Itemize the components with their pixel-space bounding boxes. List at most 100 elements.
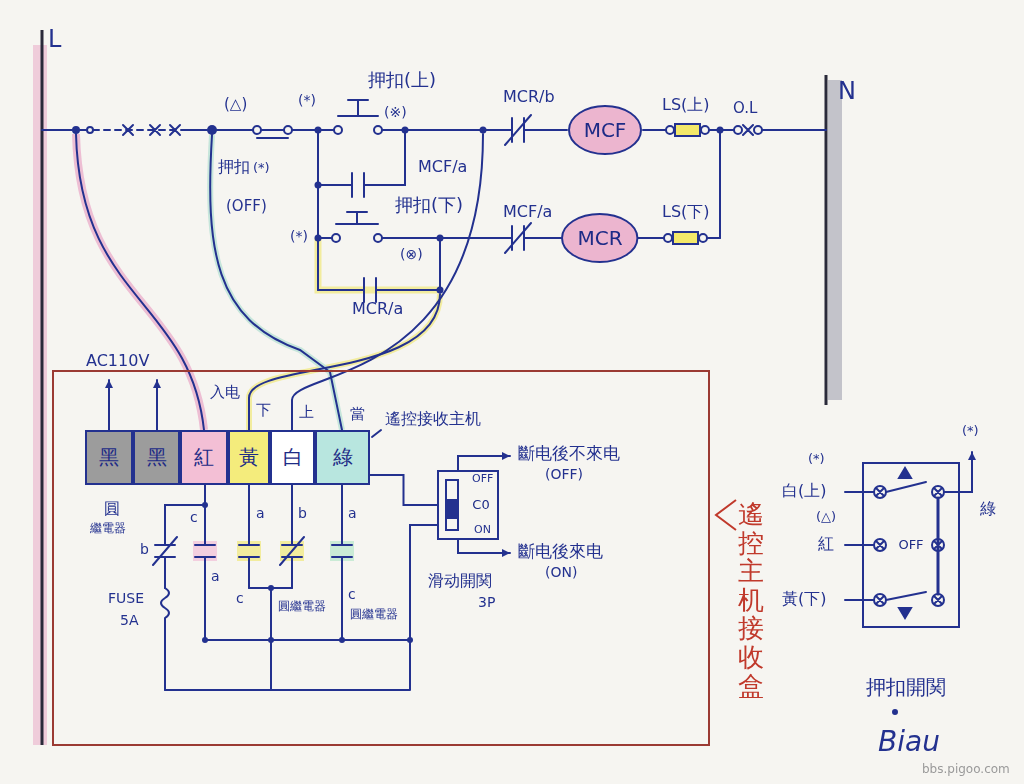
annotation-label: 滑动開関: [428, 572, 492, 590]
annotation-label: 上: [299, 404, 314, 421]
annotation-label: c: [236, 590, 244, 606]
annotation-label: (△): [224, 96, 247, 113]
ladder-wiring: [87, 127, 93, 133]
remote-wiring: [156, 380, 158, 430]
remote-wiring: [292, 134, 483, 430]
node-label: 黑: [99, 446, 119, 469]
annotation-label: b: [140, 541, 149, 557]
annotation-label: 押扣(上): [368, 70, 436, 91]
annotation-label: c: [348, 586, 356, 602]
pushbutton-switch-symbol: [944, 452, 972, 492]
pushbutton-switch-symbol: [937, 498, 940, 594]
relay-contacts: [165, 525, 437, 690]
annotation-label: 5A: [120, 612, 138, 628]
terminal-box: 綠: [315, 430, 370, 485]
annotation-label: 繼電器: [90, 522, 126, 536]
junction-dot: [402, 127, 409, 134]
terminal-box: 白: [270, 430, 315, 485]
ladder-wiring: [318, 130, 720, 290]
junction-dot: [315, 182, 322, 189]
node-label: MCF: [584, 119, 627, 142]
annotation-label: 押扣開関: [866, 676, 946, 699]
pushbutton-switch-symbol: [845, 452, 972, 714]
pushbutton-switch-box: OFF: [862, 462, 960, 628]
annotation-label: ON: [474, 524, 491, 537]
terminal-box: 紅: [180, 430, 228, 485]
relay-contacts: [153, 505, 205, 588]
remote-wiring: [76, 134, 204, 430]
ladder-wiring: [42, 100, 826, 302]
ladder-wiring: [673, 232, 698, 244]
ladder-wiring: [318, 238, 440, 302]
ladder-wiring: [123, 125, 180, 135]
terminal-box: 黑: [85, 430, 133, 485]
pencil-shading: [33, 45, 842, 745]
pencil-shading: [828, 80, 842, 400]
remote-wiring: [76, 134, 483, 437]
node-label: 黃: [239, 446, 259, 469]
annotation-label: MCF/a: [418, 158, 467, 176]
junction-dot: [315, 235, 322, 242]
pencil-shading: [318, 238, 440, 290]
node-label: C0: [472, 498, 489, 513]
ladder-wiring: [701, 126, 709, 134]
ladder-wiring: [505, 115, 567, 145]
annotation-label: (△): [816, 510, 836, 525]
annotation-label: (OFF): [545, 466, 583, 482]
ladder-wiring: [318, 212, 508, 238]
ladder-wiring: [334, 126, 342, 134]
node-label: 紅: [194, 446, 214, 469]
annotation-label: LS(上): [662, 96, 710, 114]
relay-contacts: [153, 485, 437, 690]
box-title: 遙控主机接收盒: [738, 500, 764, 700]
annotation-label: N: [838, 78, 856, 106]
ladder-wiring: [374, 126, 382, 134]
annotation-label: 紅: [818, 535, 834, 553]
pencil-shading: [210, 135, 342, 430]
remote-box-pointer: [716, 500, 736, 530]
ladder-wiring: [664, 234, 672, 242]
terminal-box: 黃: [228, 430, 270, 485]
relay-contacts: [239, 485, 259, 588]
junction-dot: [315, 127, 322, 134]
junction-dot: [437, 287, 444, 294]
pushbutton-switch-symbol: [886, 482, 926, 600]
terminal-box: 黑: [133, 430, 180, 485]
annotation-label: OFF: [472, 473, 493, 486]
node-label: 黑: [147, 446, 167, 469]
remote-wiring: [108, 380, 110, 430]
remote-box-pointer: [716, 500, 736, 530]
ladder-wiring: [666, 126, 674, 134]
coil-circle: MCF: [567, 104, 643, 156]
ladder-wiring: [675, 124, 700, 136]
annotation-label: c: [190, 509, 198, 525]
slide-switch-symbol: [458, 540, 510, 553]
node-label: 綠: [333, 446, 353, 469]
junction-dot: [717, 127, 724, 134]
annotation-label: 圓繼電器: [278, 600, 326, 614]
ladder-wiring: [253, 126, 261, 134]
annotation-label: O.L: [733, 100, 757, 117]
ladder-wiring: [332, 234, 340, 242]
annotation-label: a: [256, 505, 265, 521]
annotation-label: 押扣(下): [395, 195, 463, 216]
ladder-wiring: [754, 126, 762, 134]
annotation-label: (ON): [545, 564, 577, 580]
annotation-label: 下: [256, 402, 271, 419]
annotation-label: 圓: [104, 500, 120, 518]
receiver-box: 遙控主机接收盒黑黑紅黃白綠C0: [52, 370, 710, 746]
node-label: MCR: [577, 227, 622, 250]
relay-contacts: [195, 485, 215, 640]
ladder-wiring: [374, 234, 382, 242]
annotation-label: 斷电後來电: [518, 542, 603, 562]
annotation-label: 入电: [210, 384, 240, 401]
pushbutton-switch-symbol: [893, 710, 897, 714]
annotation-label: 當: [350, 406, 365, 423]
ladder-wiring: [284, 126, 292, 134]
remote-wiring: [372, 430, 381, 437]
annotation-label: AC110V: [86, 352, 149, 370]
